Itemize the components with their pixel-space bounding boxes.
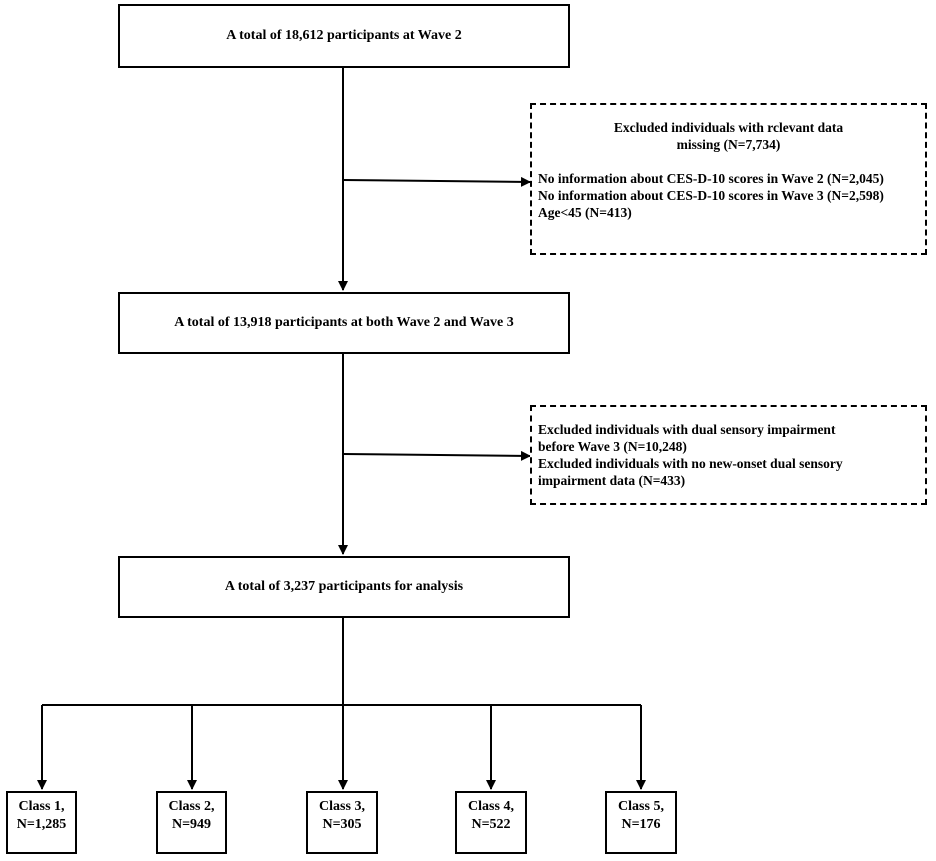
- exclusion1-item-2: No information about CES-D-10 scores in …: [538, 188, 884, 203]
- analysis-box: A total of 3,237 participants for analys…: [118, 556, 570, 618]
- class-1-box: Class 1, N=1,285: [6, 791, 77, 854]
- wave2-box: A total of 18,612 participants at Wave 2: [118, 4, 570, 68]
- exclusion2-box: Excluded individuals with dual sensory i…: [530, 405, 927, 505]
- class-5-n: N=176: [621, 817, 661, 832]
- exclusion2-line-2: before Wave 3 (N=10,248): [538, 439, 687, 454]
- arrow-to-exclusion1: [342, 176, 531, 187]
- class-2-label: Class 2,: [168, 799, 215, 814]
- class-2-box: Class 2, N=949: [156, 791, 227, 854]
- class-4-n: N=522: [471, 817, 511, 832]
- class-1-n: N=1,285: [16, 817, 67, 832]
- exclusion1-item-1: No information about CES-D-10 scores in …: [538, 171, 884, 186]
- exclusion2-line-4: impairment data (N=433): [538, 473, 686, 488]
- exclusion1-title-line2: missing (N=7,734): [676, 137, 781, 152]
- class-4-label: Class 4,: [468, 799, 514, 814]
- exclusion1-box: Excluded individuals with rclevant data …: [530, 103, 927, 255]
- exclusion1-title-line1: Excluded individuals with rclevant data: [613, 120, 844, 135]
- exclusion2-line-1: Excluded individuals with dual sensory i…: [538, 422, 836, 437]
- wave2and3-text: A total of 13,918 participants at both W…: [174, 315, 514, 330]
- class-2-n: N=949: [171, 817, 212, 832]
- wave2and3-box: A total of 13,918 participants at both W…: [118, 292, 570, 354]
- class-4-box: Class 4, N=522: [455, 791, 527, 854]
- arrow-to-exclusion2: [342, 450, 531, 461]
- exclusion2-line-3: Excluded individuals with no new-onset d…: [538, 456, 843, 471]
- class-3-n: N=305: [322, 817, 362, 832]
- class-5-box: Class 5, N=176: [605, 791, 677, 854]
- class-3-label: Class 3,: [319, 799, 365, 814]
- class-3-box: Class 3, N=305: [306, 791, 378, 854]
- class-1-label: Class 1,: [18, 799, 65, 814]
- analysis-text: A total of 3,237 participants for analys…: [224, 579, 464, 594]
- exclusion1-item-3: Age<45 (N=413): [538, 205, 632, 220]
- wave2-text: A total of 18,612 participants at Wave 2: [226, 28, 462, 43]
- class-5-label: Class 5,: [618, 799, 664, 814]
